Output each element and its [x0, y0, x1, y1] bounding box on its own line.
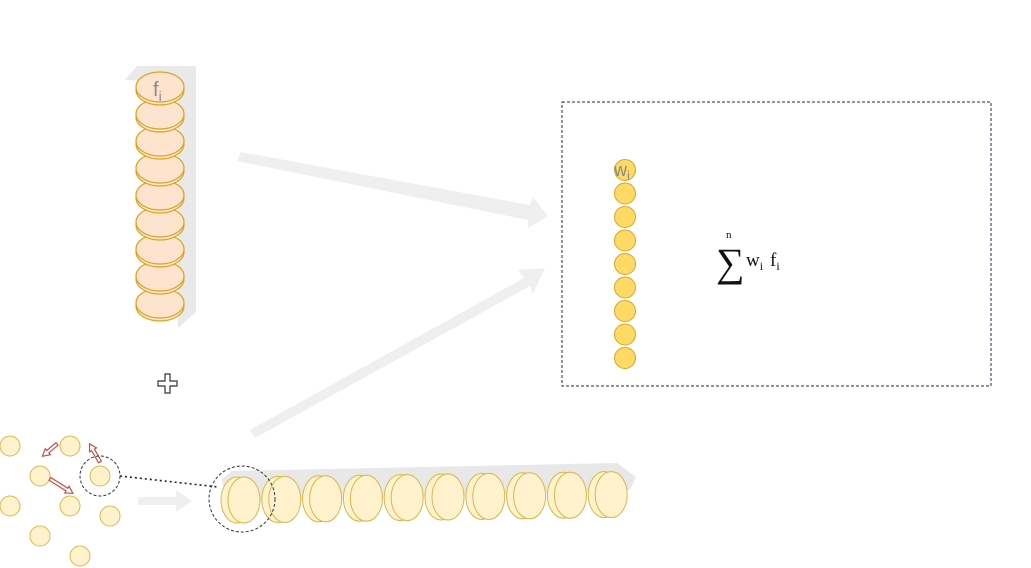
sequence-disc — [220, 476, 261, 524]
sequence-disc — [506, 472, 547, 520]
weight-circle — [614, 206, 636, 228]
feature-disc — [135, 260, 185, 295]
sequence-disc — [342, 474, 383, 522]
sequence-disc — [383, 474, 424, 522]
weight-circle — [614, 253, 636, 275]
scatter-point — [99, 505, 121, 527]
feature-discs — [135, 71, 185, 322]
feature-disc — [135, 287, 185, 322]
scatter-point — [59, 495, 81, 517]
weight-circle — [614, 229, 636, 252]
feature-label: fi — [153, 79, 162, 104]
weight-circle — [614, 323, 636, 346]
weight-circle — [614, 347, 636, 369]
sequence-row — [208, 463, 636, 533]
scatter-point — [0, 435, 21, 457]
feature-disc — [135, 179, 185, 214]
highlight-circle-sequence — [208, 465, 276, 533]
motion-arrows — [41, 441, 103, 494]
weighted-sum-formula: ∑ n wi fi — [716, 229, 780, 285]
sequence-disc — [546, 471, 587, 519]
aggregation-box: wi ∑ n wi fi — [561, 101, 992, 387]
scatter-point — [0, 495, 21, 517]
motion-arrow-right — [48, 476, 74, 494]
motion-arrow-left — [41, 441, 59, 457]
scatter-point — [29, 465, 51, 487]
sum-upper-limit: n — [726, 229, 732, 241]
feature-disc — [135, 152, 185, 187]
scatter-point — [29, 525, 51, 547]
flow-arrow-stack-to-box — [237, 152, 548, 228]
feature-disc — [135, 233, 185, 268]
flow-arrow-sequence-to-box — [250, 268, 545, 438]
flow-arrow-points-to-sequence — [138, 490, 192, 512]
feature-disc — [135, 206, 185, 241]
scatter-points — [0, 435, 121, 567]
weight-circle — [614, 276, 636, 299]
aggregation-box-border — [561, 101, 992, 387]
sequence-disc — [302, 475, 343, 523]
feature-disc — [135, 98, 185, 133]
feature-disc — [135, 71, 185, 106]
motion-arrow-up — [88, 442, 103, 464]
sequence-disc — [465, 472, 506, 520]
feature-disc — [135, 125, 185, 160]
sequence-disc — [424, 473, 465, 521]
sequence-disc — [587, 471, 628, 519]
formula-w-term: wi — [746, 250, 764, 273]
scatter-point — [59, 435, 81, 457]
flow-arrows — [138, 152, 548, 512]
sigma-symbol: ∑ — [716, 240, 745, 285]
weight-circle — [614, 159, 636, 181]
weight-circle — [614, 300, 636, 322]
sequence-disc — [261, 475, 302, 523]
formula-f-term: fi — [770, 250, 780, 273]
feature-stack: fi — [125, 66, 196, 328]
plus-symbol — [157, 373, 178, 394]
zoom-connector — [119, 475, 219, 488]
weight-label: wi — [613, 160, 630, 183]
sequence-discs — [220, 471, 628, 524]
weight-circle — [614, 182, 636, 205]
scatter-point — [89, 465, 111, 487]
weight-column — [614, 159, 636, 369]
scatter-point — [69, 545, 91, 567]
